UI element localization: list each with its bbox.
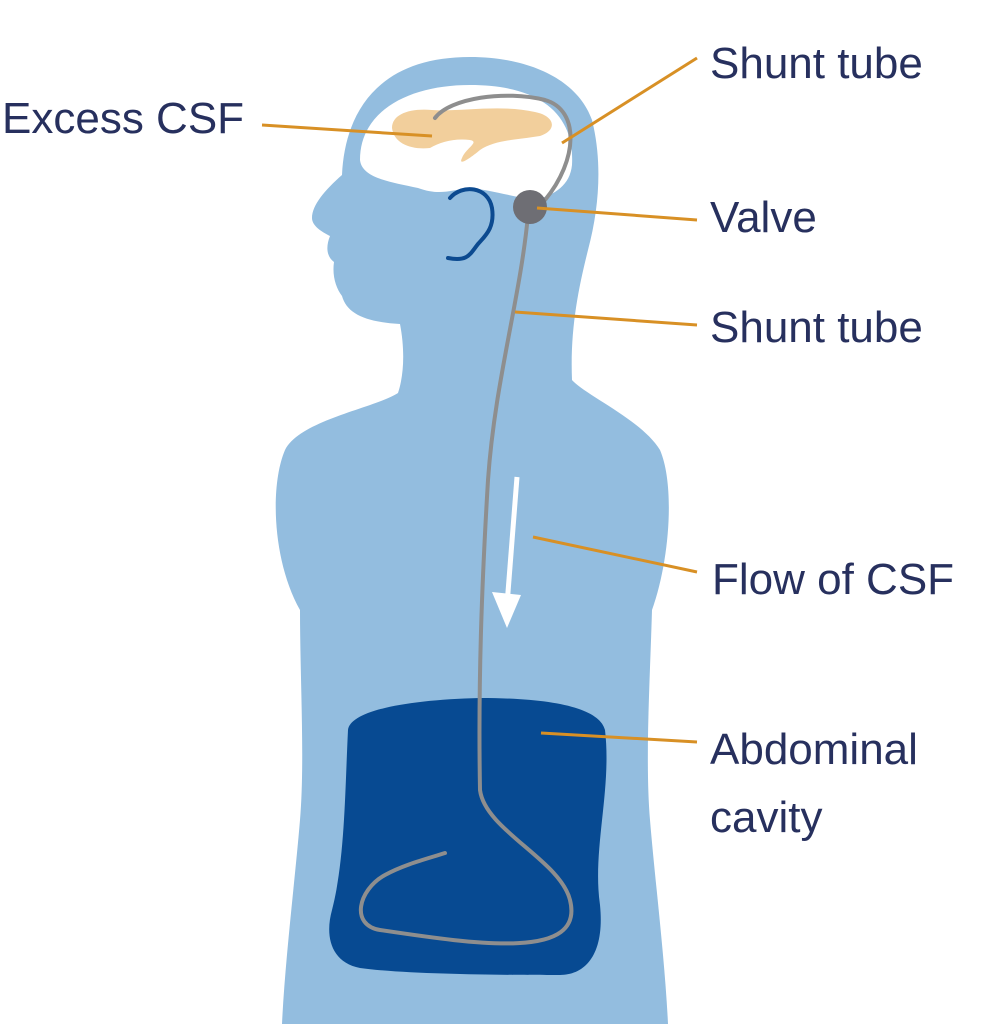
label-shunt-tube-top: Shunt tube	[710, 39, 923, 88]
leader-shunt-tube-top	[561, 56, 698, 145]
label-valve: Valve	[710, 193, 817, 242]
leader-abdominal-cavity	[540, 731, 698, 744]
valve-shape	[513, 190, 547, 224]
label-excess-csf: Excess CSF	[2, 94, 244, 143]
excess-csf-shape	[392, 108, 552, 162]
leader-excess-csf	[261, 123, 433, 138]
shunt-tube-path	[359, 93, 574, 946]
flow-arrow-icon	[492, 476, 521, 628]
leader-flow-of-csf	[532, 535, 698, 574]
abdominal-cavity-shape	[329, 698, 607, 975]
leader-shunt-tube-middle	[514, 310, 698, 327]
label-shunt-tube-middle: Shunt tube	[710, 303, 923, 352]
label-flow-of-csf: Flow of CSF	[712, 555, 954, 604]
flow-arrow-head	[492, 592, 521, 628]
label-abdominal-cavity-line1: Abdominal	[710, 725, 918, 774]
label-abdominal-cavity-line2: cavity	[710, 793, 822, 842]
leader-valve	[536, 206, 698, 222]
flow-arrow-shaft	[504, 476, 520, 606]
ear-icon	[446, 187, 495, 261]
